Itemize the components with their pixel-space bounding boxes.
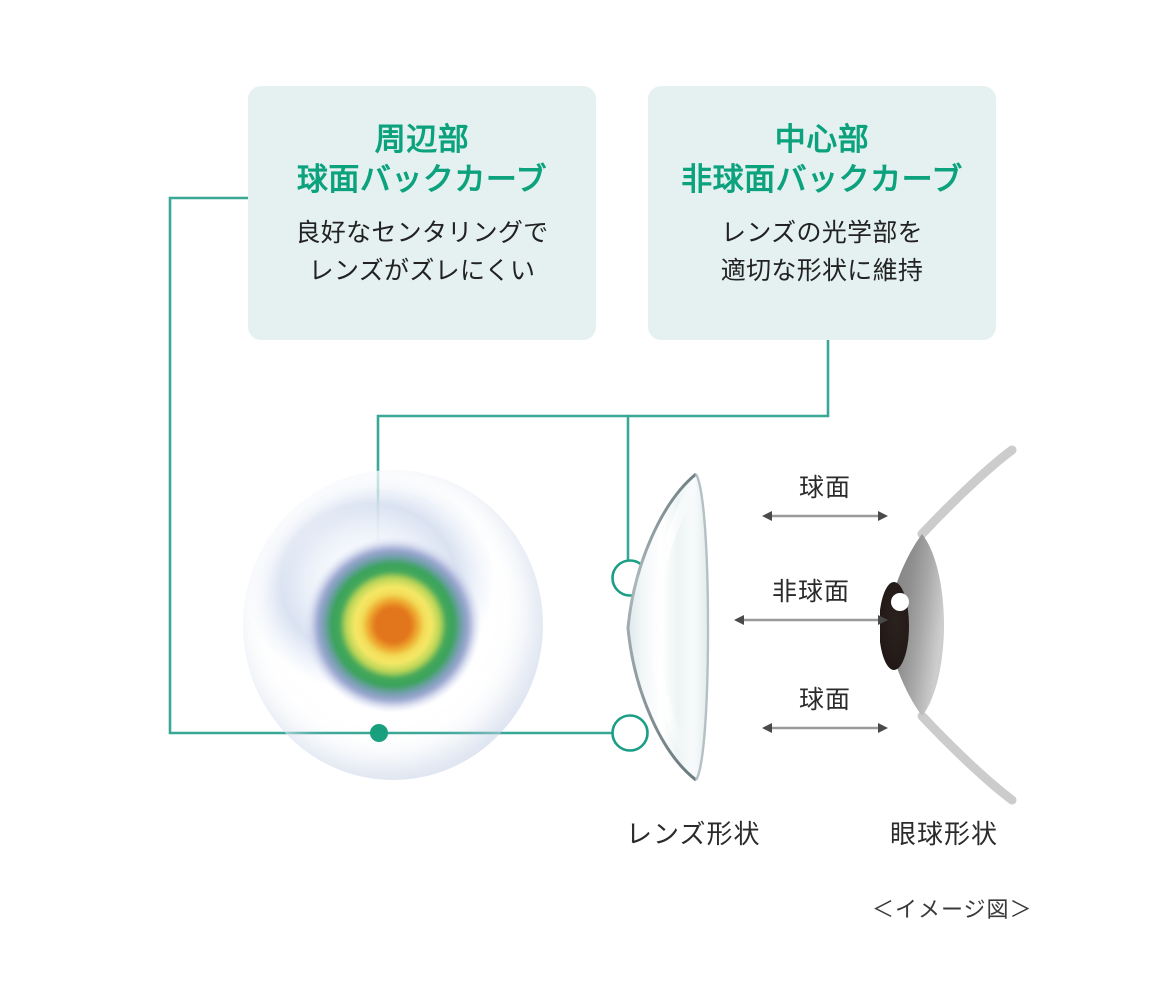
- card-central-body: レンズの光学部を 適切な形状に維持: [648, 214, 996, 290]
- caption-lens-shape: レンズ形状: [626, 819, 761, 849]
- card-peripheral: 周辺部 球面バックカーブ 良好なセンタリングで レンズがズレにくい: [248, 86, 596, 340]
- eye-upper-outline: [917, 445, 1017, 539]
- zone-label-top-text: 球面: [798, 474, 851, 502]
- eye-highlight-dot: [891, 593, 909, 611]
- double-arrow-icon-middle: [734, 615, 888, 625]
- eye-cornea-body: [886, 534, 944, 716]
- card-peripheral-title-line2: 球面バックカーブ: [296, 162, 548, 197]
- double-arrow-icon-bottom: [762, 723, 888, 733]
- zone-label-middle-text: 非球面: [771, 578, 850, 606]
- card-central-body-line1: レンズの光学部を: [721, 219, 923, 247]
- lens-topography-front-view: [243, 470, 543, 780]
- card-central-body-line2: 適切な形状に維持: [720, 257, 924, 285]
- card-peripheral-title: 周辺部 球面バックカーブ: [248, 120, 596, 200]
- eye-cross-section: [880, 445, 1017, 805]
- card-central-title-line2: 非球面バックカーブ: [681, 162, 963, 197]
- lens-back-curve-edge: [626, 472, 697, 782]
- card-peripheral-title-line1: 周辺部: [374, 122, 470, 157]
- image-note: ＜イメージ図＞: [872, 897, 1033, 922]
- zone-label-bottom-text: 球面: [798, 686, 851, 714]
- lens-side-view: [626, 472, 710, 782]
- card-central: 中心部 非球面バックカーブ レンズの光学部を 適切な形状に維持: [648, 86, 996, 340]
- topography-color-rings: [306, 538, 480, 712]
- card-peripheral-body-line2: レンズがズレにくい: [308, 257, 536, 285]
- zone-label-top: 球面: [762, 474, 888, 524]
- card-peripheral-body-line1: 良好なセンタリングで: [295, 219, 549, 247]
- card-peripheral-body: 良好なセンタリングで レンズがズレにくい: [248, 214, 596, 290]
- card-central-title-line1: 中心部: [774, 122, 870, 157]
- double-arrow-icon-top: [762, 511, 888, 521]
- eye-lower-outline: [917, 711, 1017, 805]
- card-central-title: 中心部 非球面バックカーブ: [648, 120, 996, 200]
- zone-label-middle: 非球面: [734, 578, 888, 628]
- caption-eye-shape: 眼球形状: [890, 819, 999, 849]
- lens-front-curve-edge: [694, 473, 710, 781]
- lens-highlight: [647, 487, 696, 767]
- lens-body-shape: [628, 474, 708, 780]
- zone-label-bottom: 球面: [762, 686, 888, 736]
